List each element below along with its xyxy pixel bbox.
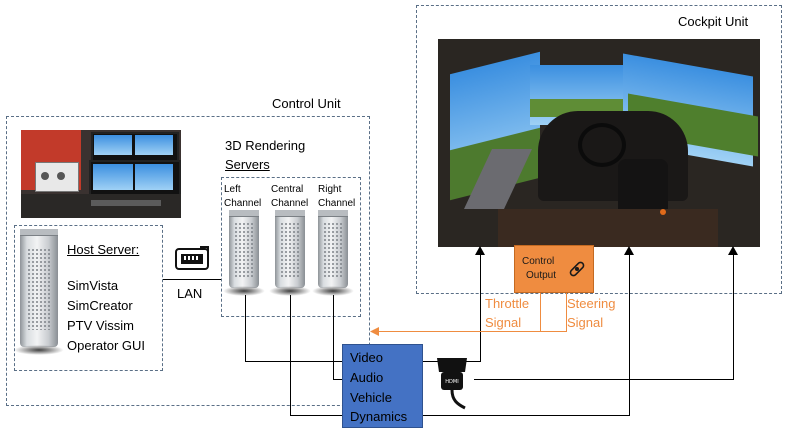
central-channel-label-line2: Channel <box>271 198 309 209</box>
cockpit-link-center-h <box>423 415 629 416</box>
central-channel-server <box>269 210 311 296</box>
software-simvista: SimVista <box>67 278 119 293</box>
left-channel-server <box>223 210 265 296</box>
cockpit-link-left-v <box>480 252 481 362</box>
throttle-signal-line2: Signal <box>485 315 522 330</box>
control-unit-box <box>6 116 370 406</box>
steering-signal-line1: Steering <box>567 296 616 311</box>
control-unit-title: Control Unit <box>272 96 341 111</box>
cable-box-audio: Audio <box>350 370 384 385</box>
throttle-signal-line1: Throttle <box>485 296 530 311</box>
cable-box-video: Video <box>350 350 384 365</box>
signal-arrowhead <box>370 327 379 336</box>
rendering-servers-title-line2: Servers <box>225 157 270 172</box>
left-channel-cable-h <box>245 361 342 362</box>
software-simcreator: SimCreator <box>67 298 133 313</box>
right-channel-cable-v <box>333 295 334 380</box>
software-operator-gui: Operator GUI <box>67 338 146 353</box>
cockpit-link-center-v <box>629 252 630 416</box>
left-channel-label-line1: Left <box>224 184 241 195</box>
signal-return-line <box>376 331 567 332</box>
steering-signal-line2: Signal <box>567 315 604 330</box>
software-ptv-vissim: PTV Vissim <box>67 318 134 333</box>
central-channel-label-line1: Central <box>271 184 304 195</box>
host-server-title: Host Server: <box>67 242 140 257</box>
left-channel-label-line2: Channel <box>224 198 262 209</box>
cockpit-unit-box <box>416 5 782 294</box>
right-channel-label-line2: Channel <box>318 198 356 209</box>
steering-signal-line-v <box>566 293 567 331</box>
cockpit-link-right-h <box>474 379 733 380</box>
central-channel-cable-h <box>290 415 342 416</box>
steering-wheel-icon <box>566 258 588 280</box>
central-channel-cable-v <box>290 295 291 416</box>
left-channel-cable-v <box>245 295 246 362</box>
hdmi-icon: HDMI <box>429 356 475 410</box>
cable-box <box>342 344 423 428</box>
rendering-servers-title-line1: 3D Rendering <box>225 138 306 153</box>
cockpit-link-right-v <box>733 252 734 380</box>
lan-link <box>163 279 221 280</box>
control-output-line2: Output <box>526 270 557 281</box>
cockpit-photo <box>438 39 760 247</box>
right-channel-cable-h <box>333 379 342 380</box>
control-room-photo <box>21 130 181 218</box>
rendering-servers-box <box>221 177 361 317</box>
host-server-box <box>14 225 163 371</box>
svg-text:HDMI: HDMI <box>445 379 458 385</box>
control-output-line1: Control <box>522 256 555 267</box>
host-server-tower <box>14 229 64 355</box>
cable-box-dynamics: Dynamics <box>350 409 408 424</box>
right-channel-server <box>312 210 354 296</box>
cockpit-arrowheads <box>475 246 738 255</box>
throttle-signal-line-v <box>540 293 541 331</box>
lan-label: LAN <box>177 286 203 301</box>
cockpit-unit-title: Cockpit Unit <box>678 14 749 29</box>
cable-box-vehicle: Vehicle <box>350 390 392 405</box>
ethernet-icon <box>175 245 209 271</box>
right-channel-label-line1: Right <box>318 184 342 195</box>
